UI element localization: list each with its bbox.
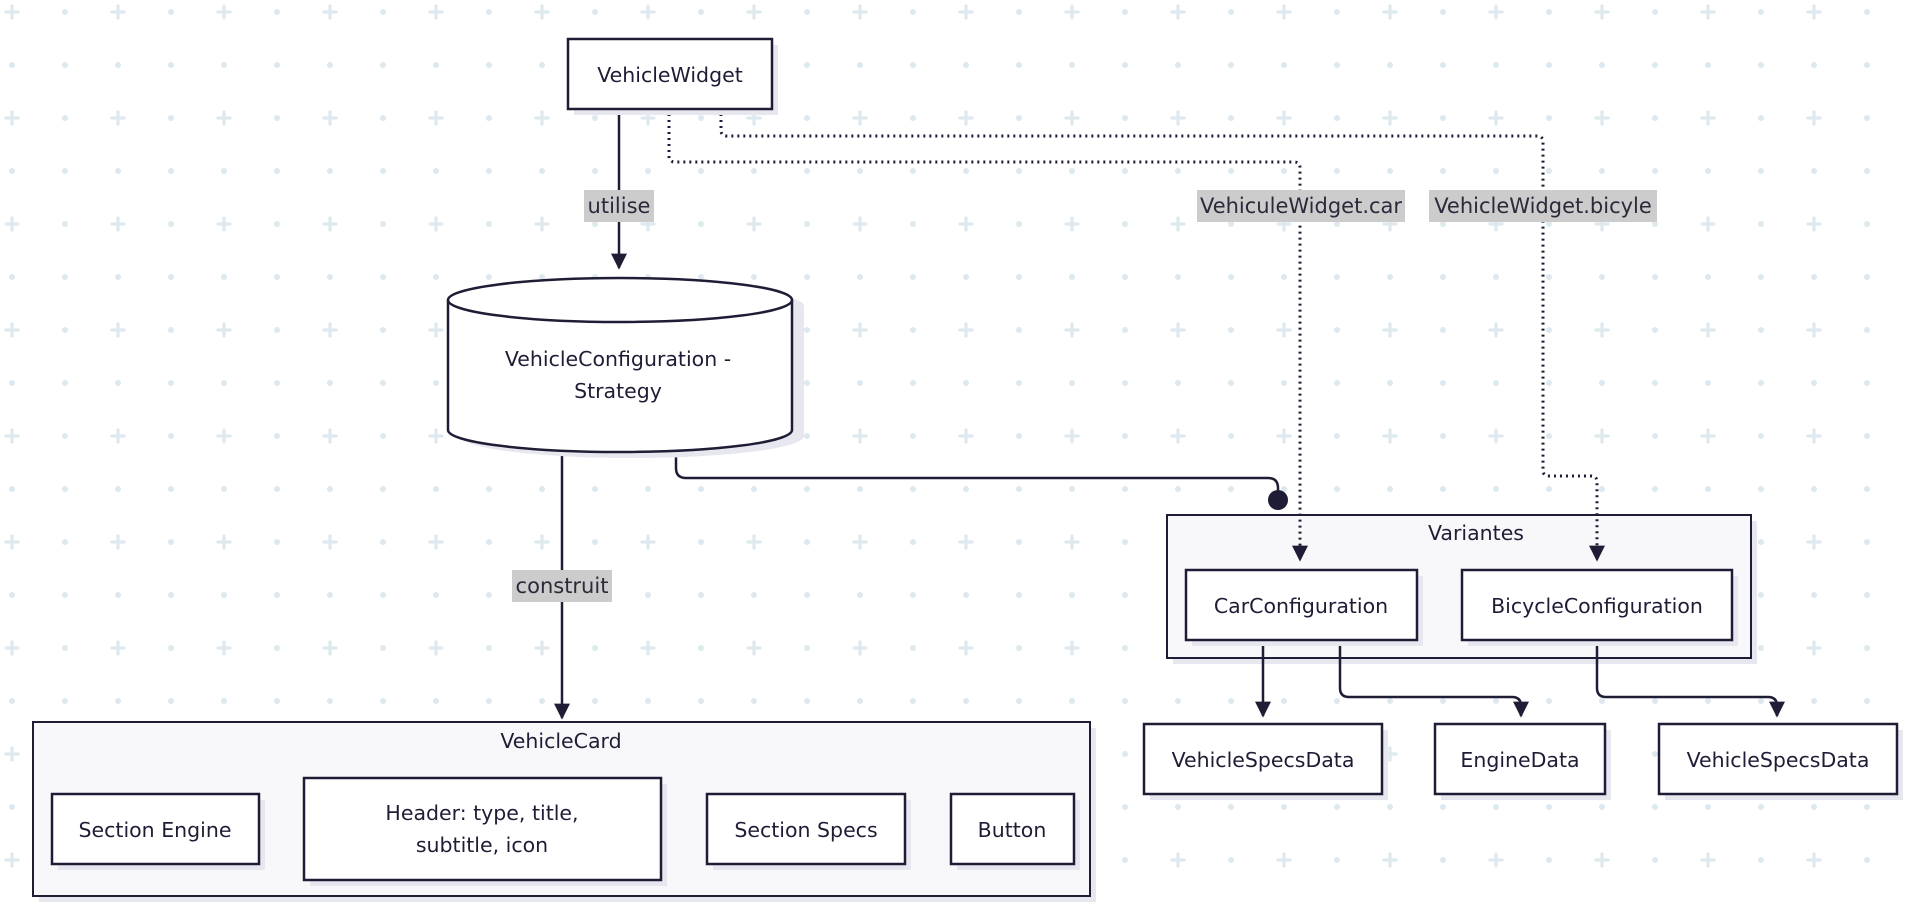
svg-text:VehicleWidget: VehicleWidget (597, 63, 743, 87)
node-section-engine: Section Engine (50, 792, 265, 870)
edge-car-to-engine (1338, 640, 1529, 718)
edge-label-utilise: utilise (584, 190, 654, 222)
svg-text:construit: construit (516, 574, 609, 598)
svg-text:Strategy: Strategy (574, 379, 662, 403)
svg-text:Button: Button (978, 818, 1047, 842)
edge-widget-bicycle (719, 108, 1605, 562)
node-car-configuration: CarConfiguration (1184, 568, 1423, 646)
node-vehicle-specs-data-bicycle: VehicleSpecsData (1657, 722, 1903, 800)
svg-text:Header: type, title,: Header: type, title, (385, 801, 578, 825)
node-vehicle-widget: VehicleWidget (566, 37, 778, 115)
svg-text:VehiculeWidget.car: VehiculeWidget.car (1200, 194, 1402, 218)
svg-text:utilise: utilise (588, 194, 651, 218)
edge-label-construit: construit (512, 570, 612, 602)
node-engine-data: EngineData (1433, 722, 1611, 800)
svg-text:CarConfiguration: CarConfiguration (1214, 594, 1388, 618)
edge-label-car: VehiculeWidget.car (1197, 190, 1405, 222)
svg-text:BicycleConfiguration: BicycleConfiguration (1491, 594, 1703, 618)
svg-text:subtitle, icon: subtitle, icon (416, 833, 548, 857)
svg-text:EngineData: EngineData (1460, 748, 1579, 772)
svg-text:VehicleWidget.bicyle: VehicleWidget.bicyle (1434, 194, 1652, 218)
group-title-vehicle-card: VehicleCard (500, 729, 621, 753)
svg-text:VehicleConfiguration -: VehicleConfiguration - (505, 347, 731, 371)
svg-text:Section Specs: Section Specs (734, 818, 877, 842)
svg-text:VehicleSpecsData: VehicleSpecsData (1172, 748, 1355, 772)
node-button: Button (949, 792, 1080, 870)
node-vehicle-specs-data-car: VehicleSpecsData (1142, 722, 1388, 800)
svg-text:VehicleSpecsData: VehicleSpecsData (1687, 748, 1870, 772)
edge-config-to-variantes (674, 450, 1280, 496)
edge-circle-endpoint (1268, 490, 1288, 510)
node-vehicle-configuration: VehicleConfiguration - Strategy (446, 276, 804, 458)
svg-text:Section Engine: Section Engine (79, 818, 232, 842)
group-title-variantes: Variantes (1428, 521, 1524, 545)
node-bicycle-configuration: BicycleConfiguration (1460, 568, 1738, 646)
dotted-edges (667, 108, 1605, 562)
node-header: Header: type, title, subtitle, icon (302, 776, 667, 886)
edge-bicycle-to-specs (1595, 640, 1785, 718)
edge-label-bicycle: VehicleWidget.bicyle (1429, 190, 1657, 222)
edge-widget-car (667, 108, 1308, 562)
node-section-specs: Section Specs (705, 792, 911, 870)
